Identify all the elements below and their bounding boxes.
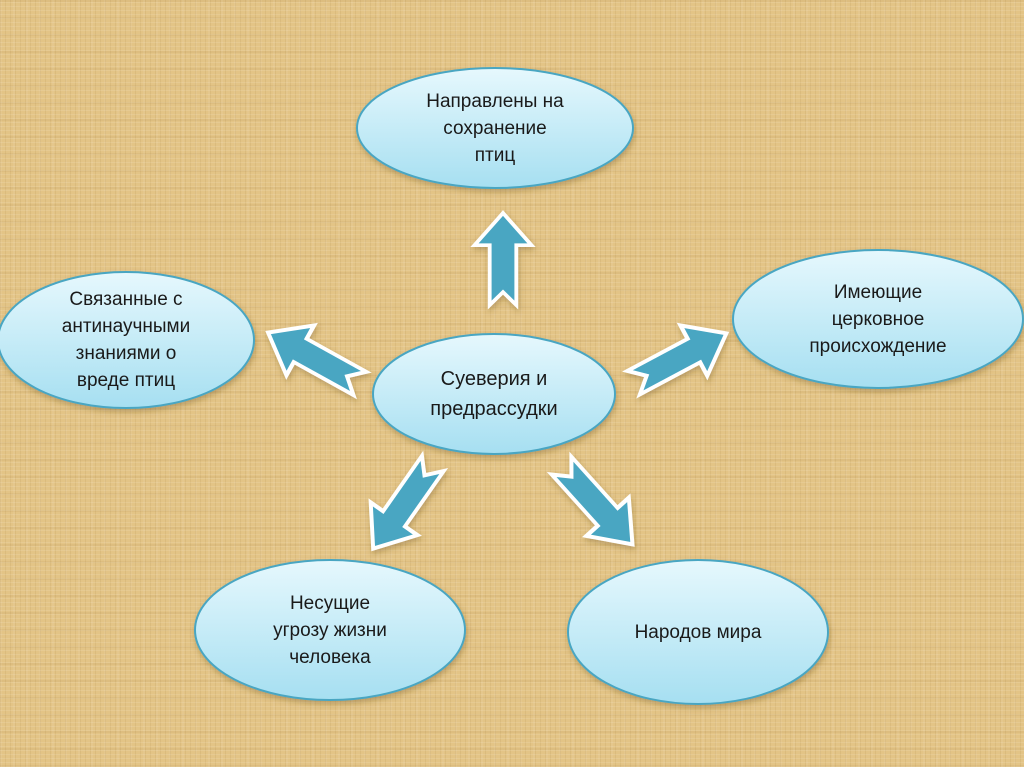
node-bottom-right-shape — [567, 559, 829, 705]
node-top-label: Направлены на сохранение птиц — [426, 90, 564, 166]
node-bottom-right-label: Народов мира — [634, 621, 762, 643]
arrow-down-right — [540, 447, 653, 564]
node-top-shape — [356, 67, 634, 189]
node-right-shape — [732, 249, 1024, 389]
node-left-label: Связанные с антинаучными знаниями о вред… — [61, 289, 191, 391]
arrow-down-left — [350, 447, 456, 565]
node-bottom-left-shape — [194, 559, 466, 701]
node-right-label: Имеющие церковное происхождение — [809, 281, 947, 357]
arrow-right — [620, 308, 739, 408]
arrow-left — [254, 308, 373, 409]
center-node-label: Суеверия и предрассудки — [430, 368, 558, 420]
center-node-shape — [372, 333, 616, 455]
arrow-up — [472, 211, 534, 307]
node-left-shape — [0, 271, 255, 409]
node-bottom-left-label: Несущие угрозу жизни человека — [273, 592, 387, 668]
